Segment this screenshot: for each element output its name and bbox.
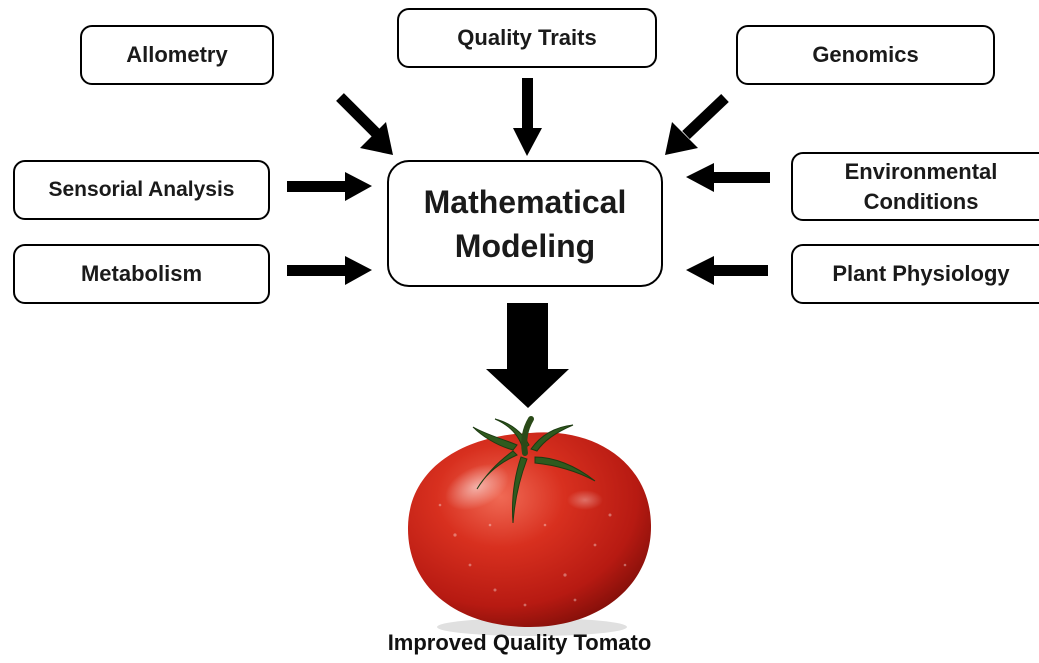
- node-quality-traits: Quality Traits: [397, 8, 657, 68]
- node-allometry: Allometry: [80, 25, 274, 85]
- node-genomics: Genomics: [736, 25, 995, 85]
- tomato-icon: [395, 405, 665, 640]
- node-sensorial-analysis: Sensorial Analysis: [13, 160, 270, 220]
- arrow-genomics-to-center: [665, 94, 729, 155]
- arrow-physiology-to-center: [686, 256, 768, 285]
- node-mathematical-modeling: Mathematical Modeling: [387, 160, 663, 287]
- arrow-sensorial-to-center: [287, 172, 372, 201]
- node-environmental-conditions: Environmental Conditions: [791, 152, 1039, 221]
- node-metabolism: Metabolism: [13, 244, 270, 304]
- node-environmental-line1: Environmental: [844, 158, 998, 184]
- arrow-environmental-to-center: [686, 163, 770, 192]
- arrow-metabolism-to-center: [287, 256, 372, 285]
- node-quality-traits-label: Quality Traits: [457, 25, 597, 50]
- arrow-allometry-to-center: [336, 93, 393, 155]
- node-plant-physiology-label: Plant Physiology: [832, 261, 1010, 286]
- node-sensorial-analysis-label: Sensorial Analysis: [48, 178, 235, 201]
- center-line2: Modeling: [454, 227, 596, 264]
- node-environmental-line2: Conditions: [863, 188, 979, 214]
- node-genomics-label: Genomics: [812, 42, 919, 67]
- arrow-center-to-output: [486, 303, 569, 408]
- node-metabolism-label: Metabolism: [80, 261, 203, 286]
- arrow-quality-traits-to-center: [513, 78, 542, 156]
- output-caption: Improved Quality Tomato: [387, 630, 652, 655]
- node-allometry-label: Allometry: [126, 42, 228, 67]
- node-plant-physiology: Plant Physiology: [791, 244, 1039, 304]
- center-line1: Mathematical: [423, 183, 627, 220]
